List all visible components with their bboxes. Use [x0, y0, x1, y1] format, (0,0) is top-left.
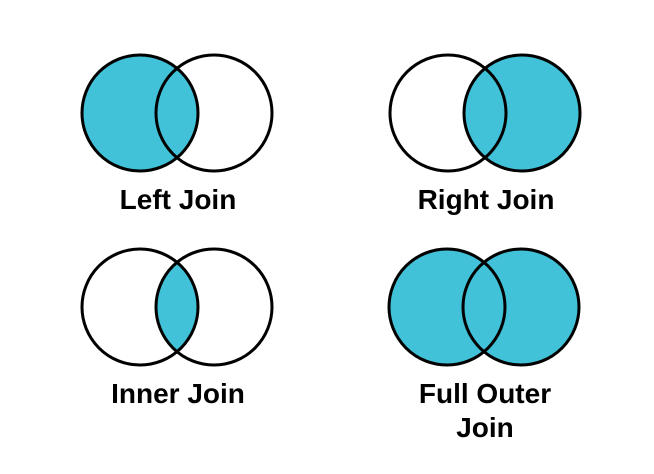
venn-full-outer-join: Full Outer Join — [383, 245, 587, 444]
venn-label-inner-join: Inner Join — [111, 378, 245, 409]
venn-diagram-full-outer-join-graphic — [387, 247, 581, 367]
venn-left-join: Left Join — [76, 51, 280, 217]
venn-right-join: Right Join — [384, 51, 588, 217]
venn-diagram-right-join-graphic — [388, 53, 582, 173]
venn-label-left-join: Left Join — [119, 184, 237, 215]
venn-label-right-join: Right Join — [417, 184, 555, 215]
venn-diagram-inner-join-graphic — [80, 247, 274, 367]
venn-inner-join: Inner Join — [76, 245, 280, 411]
venn-diagram-left-join-graphic — [80, 53, 274, 173]
venn-label-full-outer-join: Full Outer Join — [418, 378, 552, 443]
